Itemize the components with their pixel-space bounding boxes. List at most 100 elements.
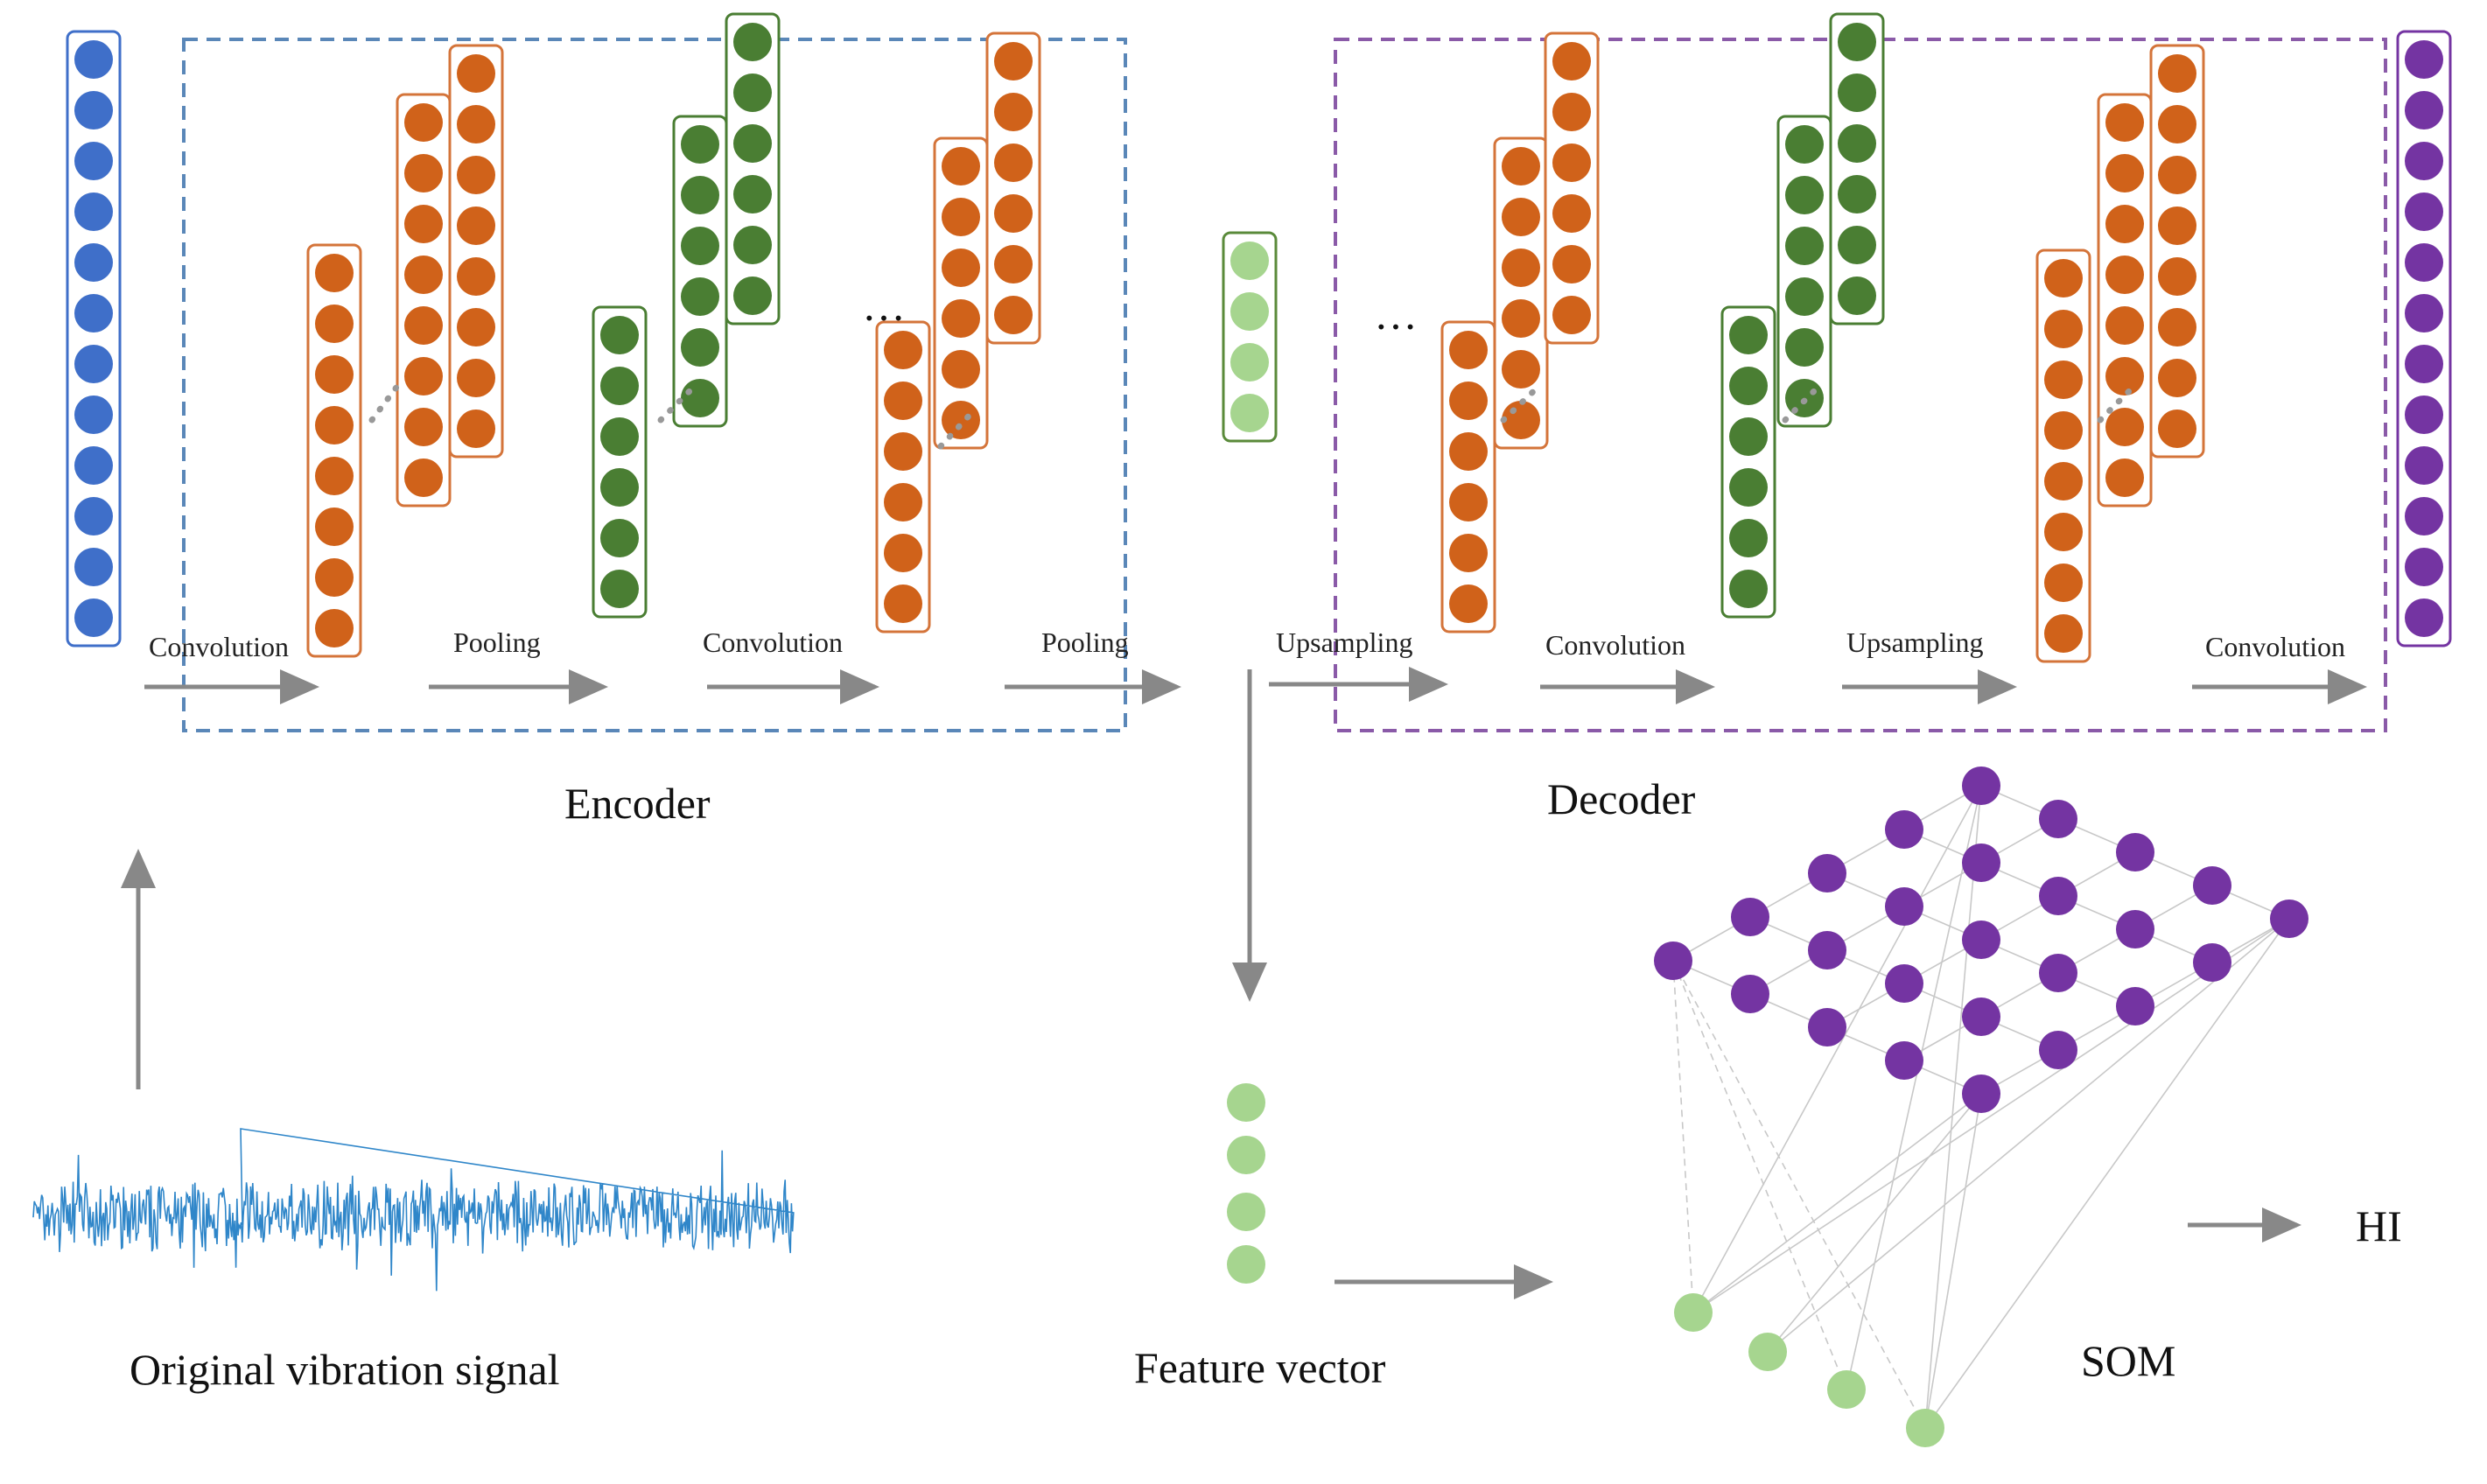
neuron	[942, 401, 980, 439]
neuron	[315, 406, 354, 444]
som-node	[2193, 866, 2231, 905]
neuron	[2105, 357, 2144, 396]
neuron	[1785, 125, 1824, 164]
neuron	[2044, 564, 2083, 602]
encoder-label: Encoder	[564, 779, 711, 828]
dec-up2-a	[2035, 248, 2091, 663]
neuron	[2044, 310, 2083, 348]
neuron	[1502, 198, 1540, 236]
label-encoder-conv1: Convolution	[149, 631, 289, 662]
neuron	[2158, 156, 2196, 194]
neuron	[1449, 432, 1488, 471]
neuron	[74, 91, 113, 130]
neuron	[74, 497, 113, 536]
neuron	[74, 396, 113, 434]
neuron	[1552, 194, 1591, 233]
neuron	[2158, 359, 2196, 397]
neuron	[74, 598, 113, 637]
som-node	[2193, 943, 2231, 982]
neuron	[315, 355, 354, 394]
som-input-link	[1767, 1093, 1982, 1353]
som-node	[1885, 964, 1923, 1003]
neuron	[1449, 382, 1488, 420]
neuron	[733, 124, 772, 163]
som-node	[2039, 954, 2077, 992]
neuron	[1449, 331, 1488, 369]
neuron	[2105, 103, 2144, 142]
neuron	[2405, 396, 2443, 434]
neuron	[2158, 105, 2196, 144]
enc-pool1-b	[672, 115, 728, 428]
neuron	[1729, 468, 1768, 507]
neuron	[457, 105, 495, 144]
connector-dots	[1782, 382, 1824, 424]
som-grid	[1654, 766, 2308, 1113]
neuron	[994, 245, 1033, 284]
neuron	[2405, 497, 2443, 536]
encoder-box	[182, 38, 1127, 732]
neuron	[600, 316, 639, 354]
dec-up1-b	[1493, 136, 1549, 450]
neuron	[2405, 446, 2443, 485]
neuron	[2044, 462, 2083, 500]
som-input-link	[1767, 918, 2290, 1353]
neuron	[74, 446, 113, 485]
som-connections	[1672, 785, 2290, 1429]
neuron	[994, 194, 1033, 233]
neuron	[404, 154, 443, 192]
neuron	[994, 93, 1033, 131]
layer-frame	[66, 30, 122, 648]
stage-arrows	[121, 667, 2367, 1299]
neuron	[733, 74, 772, 112]
neuron	[315, 609, 354, 648]
neuron	[457, 257, 495, 296]
neuron	[1552, 245, 1591, 284]
layer-frame	[306, 243, 362, 658]
som-input-link	[1672, 960, 1694, 1313]
neuron	[1838, 23, 1876, 61]
neuron	[315, 508, 354, 546]
neuron	[600, 570, 639, 608]
connector-dots	[937, 408, 977, 450]
enc-conv1-c	[448, 44, 504, 458]
latent-layer	[1222, 231, 1278, 443]
neuron	[2158, 308, 2196, 346]
neuron	[1785, 227, 1824, 265]
neuron	[1729, 316, 1768, 354]
neuron	[994, 144, 1033, 182]
decoder-label: Decoder	[1547, 774, 1696, 823]
enc-pool1-a	[592, 305, 648, 619]
neuron	[1449, 584, 1488, 623]
enc-pool1-c	[725, 12, 781, 326]
neuron	[1838, 124, 1876, 163]
neuron	[884, 382, 922, 420]
feature-node	[1227, 1083, 1265, 1122]
som-node	[1885, 887, 1923, 926]
neuron	[1785, 277, 1824, 316]
neuron	[600, 468, 639, 507]
neuron	[681, 277, 719, 316]
neuron	[884, 483, 922, 522]
neuron	[315, 558, 354, 597]
neuron	[1838, 276, 1876, 315]
neuron	[74, 345, 113, 383]
neuron	[74, 548, 113, 586]
neuron	[457, 156, 495, 194]
som-input-link	[1924, 1093, 1982, 1429]
neuron	[2158, 410, 2196, 448]
neuron	[942, 198, 980, 236]
neuron	[2105, 458, 2144, 497]
som-input-link	[1924, 785, 1982, 1429]
som-input-link	[1672, 960, 1847, 1390]
feature-label: Feature vector	[1134, 1343, 1386, 1392]
vibration-signal-waveform	[32, 1128, 795, 1292]
neuron	[74, 142, 113, 180]
neuron	[74, 243, 113, 282]
feature-node	[1227, 1136, 1265, 1174]
neuron	[457, 359, 495, 397]
output-layer	[2396, 30, 2452, 648]
neuron	[733, 175, 772, 214]
connector-dots	[368, 382, 402, 424]
neuron	[1230, 292, 1269, 331]
neuron	[681, 379, 719, 417]
